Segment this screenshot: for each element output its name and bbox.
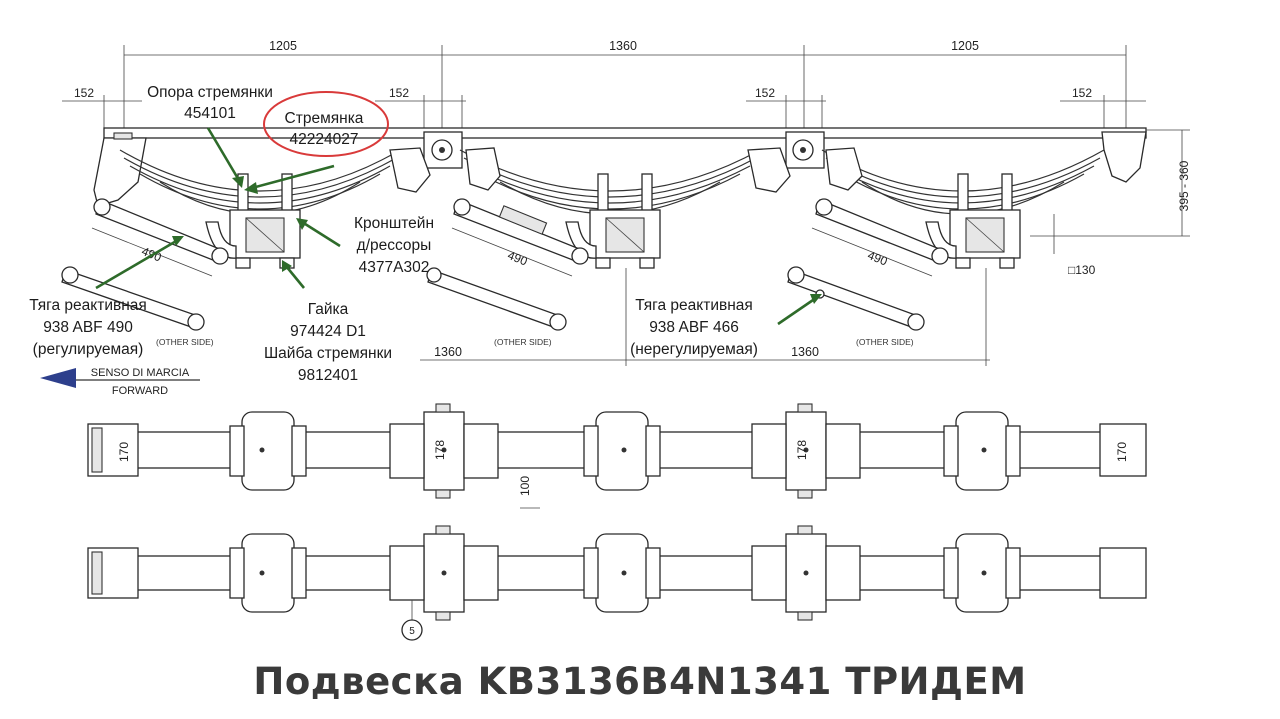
dim-490-b: 490 (506, 248, 530, 269)
dim-152-a: 152 (74, 86, 94, 100)
dim-height-range: 395 - 360 (1177, 160, 1191, 211)
dim-152-d: 152 (1072, 86, 1092, 100)
dim-100: 100 (518, 476, 532, 496)
label-stremyanka-name: Стремянка (285, 110, 364, 127)
annotation-arrows (95, 127, 822, 326)
svg-text:(OTHER SIDE): (OTHER SIDE) (856, 337, 914, 347)
other-side-rod-c: (OTHER SIDE) (787, 266, 925, 347)
label-tyaga1-note: (регулируемая) (33, 341, 144, 358)
torque-rods (93, 198, 949, 265)
dim-170-right: 170 (1115, 442, 1129, 462)
label-tyaga2-name: Тяга реактивная (635, 297, 753, 314)
plan-view-top: 170 170 178 178 100 (87, 403, 1147, 509)
dim-axle-section: □130 (1068, 263, 1096, 277)
direction-it: SENSO DI MARCIA (91, 367, 190, 379)
direction-indicator: SENSO DI MARCIA FORWARD (40, 367, 200, 397)
other-side-rod-a: (OTHER SIDE) (61, 266, 214, 347)
top-dimensions: 1205 1360 1205 152 152 152 152 (62, 39, 1146, 130)
highlight-ellipse (263, 91, 389, 157)
page-title: Подвеска KB3136B4N1341 ТРИДЕМ (253, 660, 1027, 703)
label-shaiba-name: Шайба стремянки (264, 345, 392, 362)
label-stremyanka-code: 42224027 (290, 131, 359, 148)
callout-circle (401, 619, 423, 641)
label-tyaga1-code: 938 ABF 490 (43, 319, 133, 336)
label-kronshtein-sub: д/рессоры (357, 237, 432, 254)
dim-1360-bottom-right: 1360 (791, 345, 819, 359)
label-gaika-code: 974424 D1 (290, 323, 366, 340)
dim-490-c: 490 (866, 248, 890, 269)
plan-view-bottom: 5 (87, 525, 1147, 641)
svg-text:(OTHER SIDE): (OTHER SIDE) (156, 337, 214, 347)
dim-1205-right: 1205 (951, 39, 979, 53)
label-shaiba-code: 9812401 (298, 367, 358, 384)
label-tyaga1-name: Тяга реактивная (29, 297, 147, 314)
dim-170-left: 170 (117, 442, 131, 462)
label-opora-name: Опора стремянки (147, 84, 273, 101)
label-gaika-name: Гайка (308, 301, 349, 318)
dim-1205-left: 1205 (269, 39, 297, 53)
label-kronshtein-name: Кронштейн (354, 215, 434, 232)
axle-block-2 (565, 173, 661, 269)
dim-1360-bottom-left: 1360 (434, 345, 462, 359)
direction-en: FORWARD (112, 385, 168, 397)
label-kronshtein-code: 4377A302 (359, 259, 430, 276)
label-tyaga2-code: 938 ABF 466 (649, 319, 739, 336)
svg-text:(OTHER SIDE): (OTHER SIDE) (494, 337, 552, 347)
dim-178-a: 178 (433, 440, 447, 460)
dim-1360-top: 1360 (609, 39, 637, 53)
label-tyaga2-note: (нерегулируемая) (630, 341, 758, 358)
dim-152-c: 152 (755, 86, 775, 100)
dim-152-b: 152 (389, 86, 409, 100)
other-side-rod-b: (OTHER SIDE) (426, 267, 567, 347)
axle-block-3 (925, 173, 1021, 269)
dim-178-b: 178 (795, 440, 809, 460)
callout-5: 5 (409, 626, 415, 637)
side-view: 490 490 490 395 - 360 □130 (OTHER SIDE) … (40, 127, 1191, 397)
part-labels: Опора стремянки 454101 Стремянка 4222402… (29, 84, 758, 384)
label-opora-code: 454101 (184, 105, 236, 122)
